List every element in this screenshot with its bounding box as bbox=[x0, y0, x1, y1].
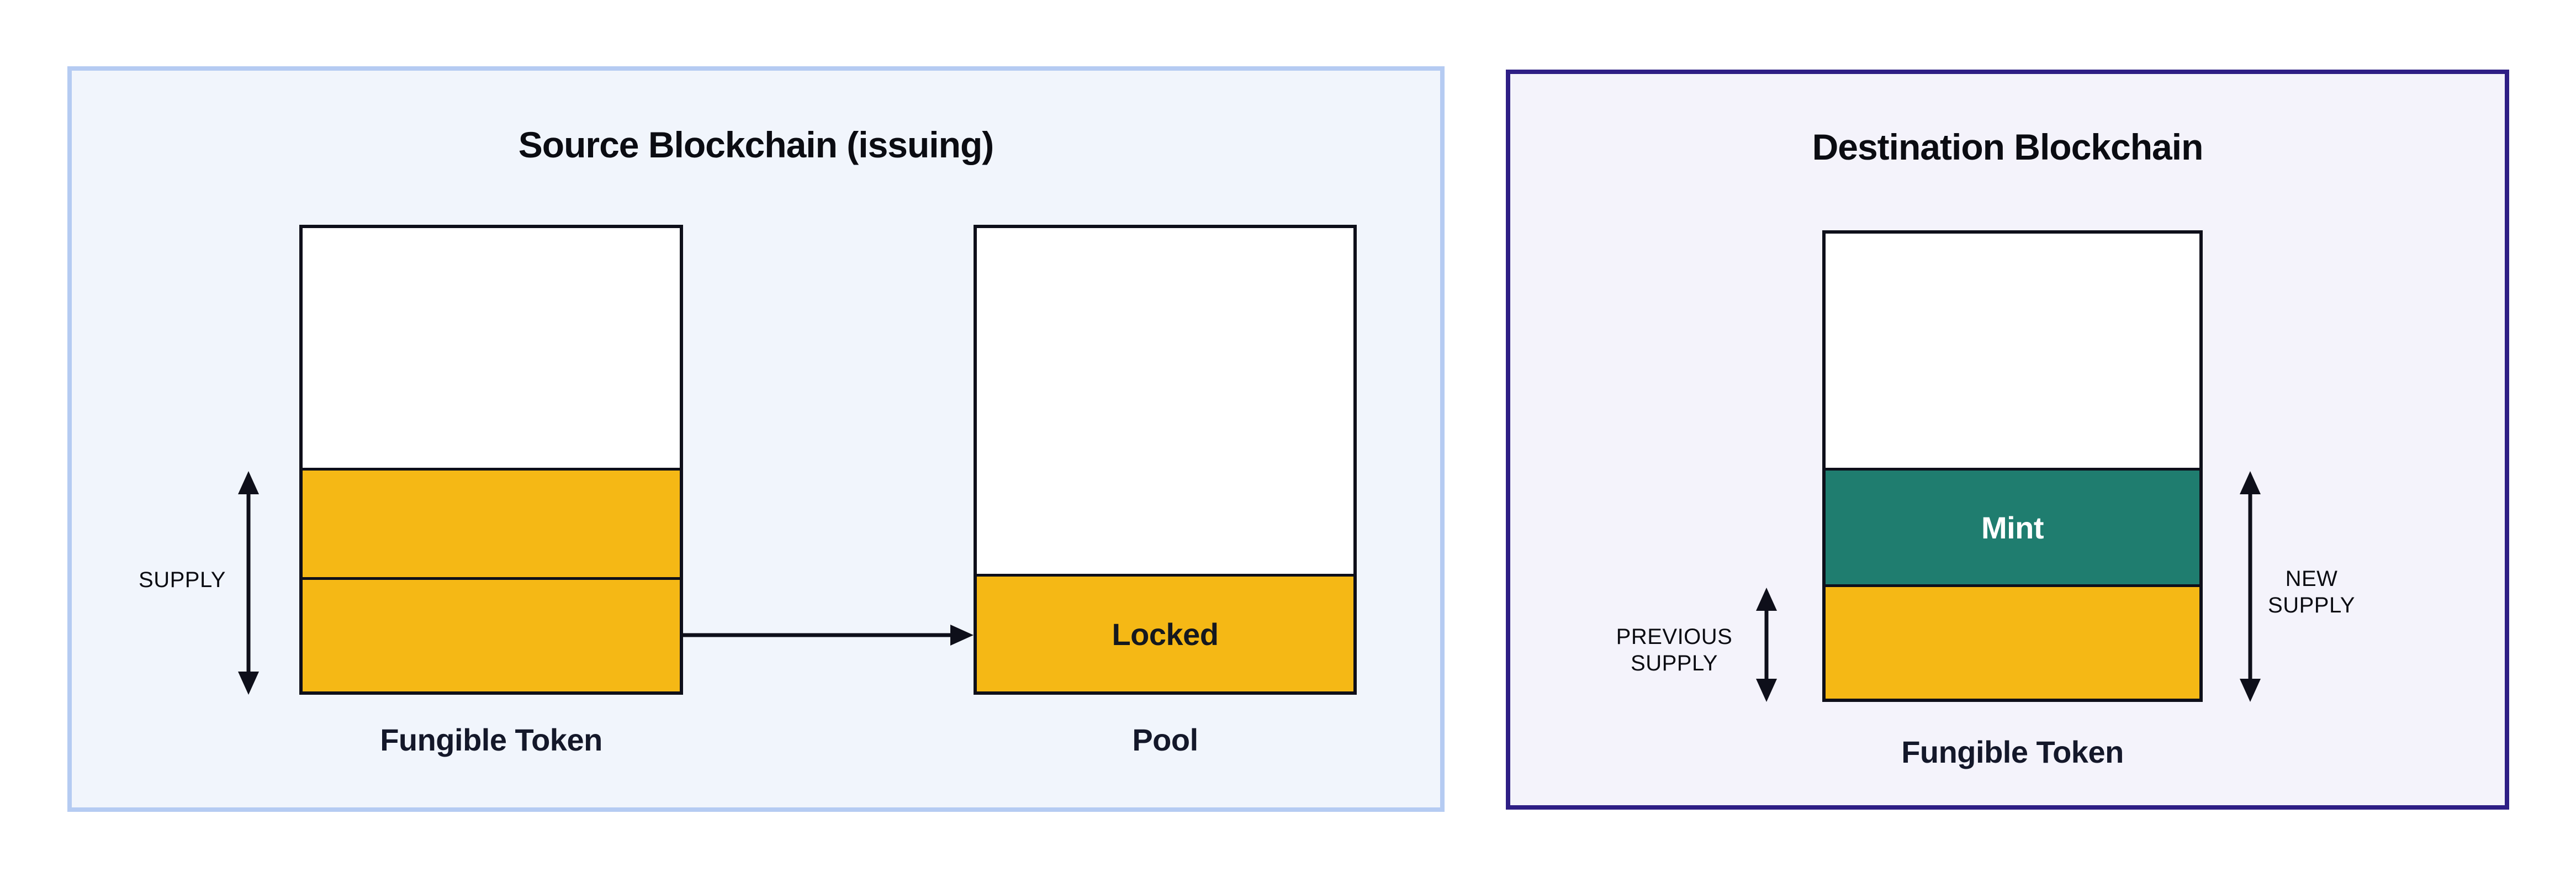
new-supply-label-line2: SUPPLY bbox=[2268, 593, 2355, 617]
pool-caption: Pool bbox=[1132, 722, 1198, 757]
arrow-head-down-icon bbox=[1756, 679, 1777, 702]
pool-empty-area bbox=[977, 228, 1353, 574]
previous-supply-range-arrow bbox=[1756, 588, 1777, 702]
fungible-token-box-source bbox=[299, 225, 683, 695]
mint-label: Mint bbox=[1981, 510, 2044, 545]
new-supply-label: NEW SUPPLY bbox=[2218, 566, 2405, 619]
locked-label: Locked bbox=[1112, 616, 1219, 652]
fungible-token-caption-destination: Fungible Token bbox=[1901, 735, 2124, 769]
new-supply-label-line1: NEW bbox=[2285, 567, 2338, 591]
previous-supply-label: PREVIOUS SUPPLY bbox=[1580, 624, 1768, 677]
arrow-stem bbox=[683, 633, 955, 637]
arrow-stem bbox=[246, 487, 251, 679]
arrow-head-right-icon bbox=[950, 625, 974, 646]
supply-label: SUPPLY bbox=[139, 568, 226, 592]
previous-supply-segment bbox=[1826, 584, 2199, 699]
supply-range-arrow bbox=[238, 471, 259, 695]
arrow-stem bbox=[1764, 603, 1769, 686]
source-blockchain-panel: Source Blockchain (issuing) SUPPLY Locke… bbox=[67, 66, 1445, 812]
mint-segment: Mint bbox=[1826, 468, 2199, 584]
supply-segment-lower bbox=[303, 577, 680, 691]
lock-transfer-arrow bbox=[683, 624, 974, 647]
previous-supply-label-line2: SUPPLY bbox=[1631, 651, 1718, 675]
pool-box: Locked bbox=[974, 225, 1357, 695]
destination-panel-title: Destination Blockchain bbox=[1812, 126, 2204, 167]
fungible-token-caption-source: Fungible Token bbox=[380, 722, 602, 757]
unissued-supply-area bbox=[1826, 234, 2199, 468]
fungible-token-box-destination: Mint bbox=[1822, 230, 2203, 702]
arrow-stem bbox=[2248, 487, 2252, 686]
unissued-supply-area bbox=[303, 228, 680, 468]
locked-segment: Locked bbox=[977, 574, 1353, 691]
arrow-head-down-icon bbox=[2240, 679, 2261, 702]
destination-blockchain-panel: Destination Blockchain PREVIOUS SUPPLY M… bbox=[1506, 70, 2509, 810]
new-supply-range-arrow bbox=[2240, 471, 2261, 702]
previous-supply-label-line1: PREVIOUS bbox=[1616, 625, 1733, 649]
arrow-head-down-icon bbox=[238, 672, 259, 695]
supply-segment-upper bbox=[303, 468, 680, 577]
source-panel-title: Source Blockchain (issuing) bbox=[518, 124, 995, 165]
